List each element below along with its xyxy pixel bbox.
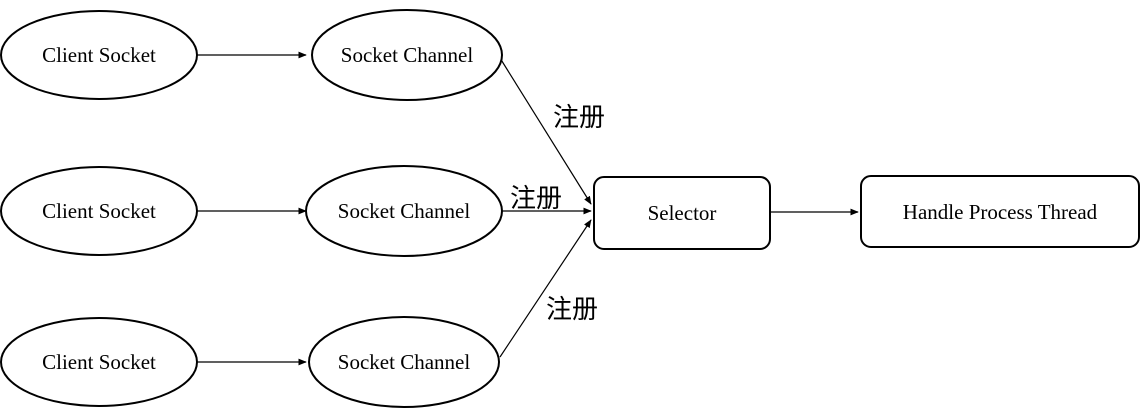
- socket-channel-node: Socket Channel: [308, 316, 500, 408]
- selector-box: [593, 176, 771, 250]
- client-socket-node: Client Socket: [0, 166, 198, 256]
- socket-channel-ellipse: [311, 9, 503, 101]
- selector-node: Selector: [593, 176, 771, 250]
- client-socket-node: Client Socket: [0, 10, 198, 100]
- socket-channel-label: Socket Channel: [338, 350, 471, 374]
- socket-channel-node: Socket Channel: [305, 165, 503, 257]
- register-label: 注册: [553, 103, 605, 133]
- edge-channel1-selector: [499, 57, 592, 205]
- selector-label: Selector: [648, 201, 717, 225]
- socket-channel-ellipse: [305, 165, 503, 257]
- handler-label: Handle Process Thread: [903, 200, 1098, 224]
- edges: [196, 51, 859, 366]
- client-socket-node: Client Socket: [0, 317, 198, 407]
- client-socket-ellipse: [0, 10, 198, 100]
- register-label: 注册: [510, 184, 562, 214]
- socket-channel-label: Socket Channel: [338, 199, 471, 223]
- register-label: 注册: [546, 295, 598, 325]
- socket-channel-label: Socket Channel: [341, 43, 474, 67]
- client-socket-label: Client Socket: [42, 199, 156, 223]
- socket-channel-ellipse: [308, 316, 500, 408]
- client-socket-ellipse: [0, 166, 198, 256]
- handler-node: Handle Process Thread: [860, 175, 1140, 248]
- client-socket-label: Client Socket: [42, 43, 156, 67]
- edge-channel3-selector: [499, 219, 592, 358]
- client-socket-ellipse: [0, 317, 198, 407]
- socket-channel-node: Socket Channel: [311, 9, 503, 101]
- handler-box: [860, 175, 1140, 248]
- client-socket-label: Client Socket: [42, 350, 156, 374]
